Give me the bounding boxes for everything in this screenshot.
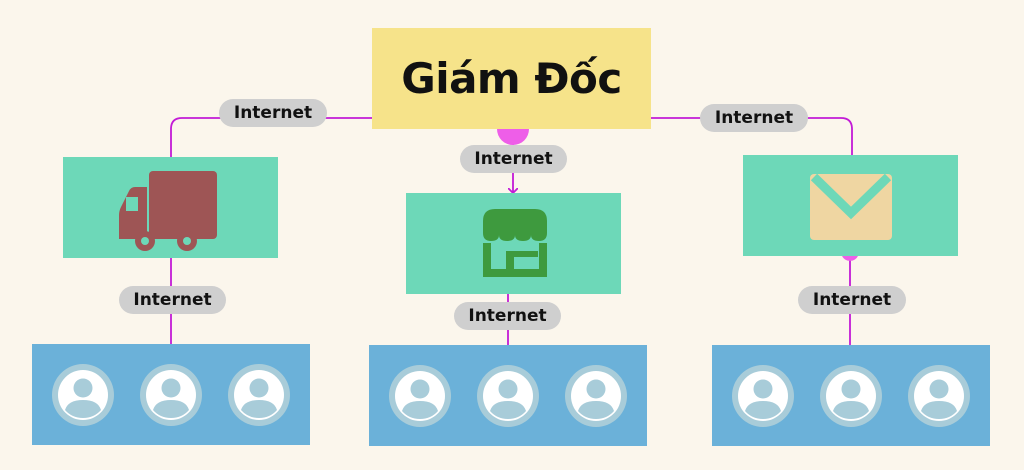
connector-root-to-right — [651, 117, 853, 155]
user-avatar-icon — [140, 363, 202, 426]
truck-icon — [119, 171, 217, 251]
root-node[interactable]: Giám Đốc — [372, 28, 651, 129]
user-avatar-icon — [565, 364, 627, 427]
user-avatar-icon — [228, 363, 290, 426]
connector-label: Internet — [798, 286, 906, 314]
connector-label: Internet — [700, 104, 808, 132]
connector-label: Internet — [219, 99, 327, 127]
team-node-right[interactable] — [712, 345, 990, 446]
connector-label: Internet — [460, 145, 567, 173]
connection-dot — [497, 129, 529, 145]
envelope-icon — [810, 173, 892, 240]
connector-root-to-left — [170, 117, 372, 157]
team-node-left[interactable] — [32, 344, 310, 445]
department-node-right[interactable] — [743, 155, 958, 256]
user-avatar-icon — [732, 364, 794, 427]
storefront-icon — [483, 209, 547, 277]
team-node-center[interactable] — [369, 345, 647, 446]
root-title: Giám Đốc — [401, 54, 622, 103]
connector-label: Internet — [454, 302, 561, 330]
user-avatar-icon — [52, 363, 114, 426]
connector-label: Internet — [119, 286, 226, 314]
connection-dot — [842, 256, 858, 261]
department-node-left[interactable] — [63, 157, 278, 258]
user-avatar-icon — [477, 364, 539, 427]
department-node-center[interactable] — [406, 193, 621, 294]
user-avatar-icon — [820, 364, 882, 427]
user-avatar-icon — [908, 364, 970, 427]
user-avatar-icon — [389, 364, 451, 427]
